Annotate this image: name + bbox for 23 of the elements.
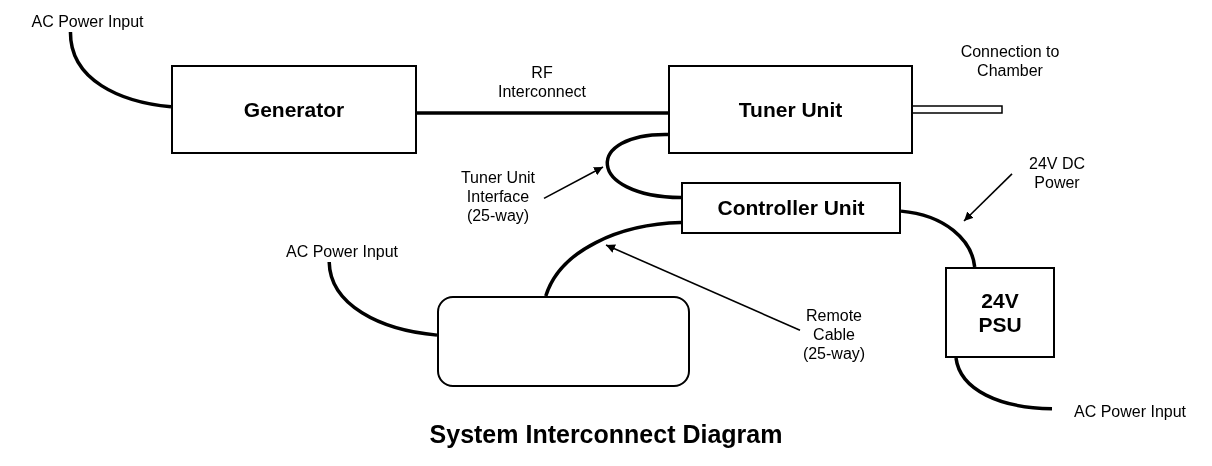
power-input-label: AC Power Input <box>262 240 422 262</box>
unit-box: 24V PSU <box>945 267 1055 358</box>
cable-line <box>900 209 977 268</box>
unit-box: Tuner Unit <box>668 65 913 154</box>
callout-label: 24V DC Power <box>1012 150 1102 196</box>
power-input-label: AC Power Input <box>1052 400 1208 422</box>
leader-arrow <box>605 244 801 332</box>
cable-line <box>954 357 1053 411</box>
cable-line <box>605 132 682 200</box>
cable-line <box>544 220 682 297</box>
cable-line <box>68 31 172 109</box>
rounded-box <box>437 296 690 387</box>
unit-box: Controller Unit <box>681 182 901 234</box>
leader-arrow <box>543 166 604 200</box>
unit-box: Generator <box>171 65 417 154</box>
callout-label: Remote Cable (25-way) <box>800 297 868 371</box>
diagram-caption: System Interconnect Diagram <box>428 420 784 449</box>
pipe-connector <box>912 105 1003 114</box>
power-input-label: AC Power Input <box>10 10 165 32</box>
cable-line <box>417 111 668 115</box>
callout-label: Tuner Unit Interface (25-way) <box>452 157 544 235</box>
cable-line <box>327 261 438 337</box>
leader-arrow <box>963 173 1013 222</box>
